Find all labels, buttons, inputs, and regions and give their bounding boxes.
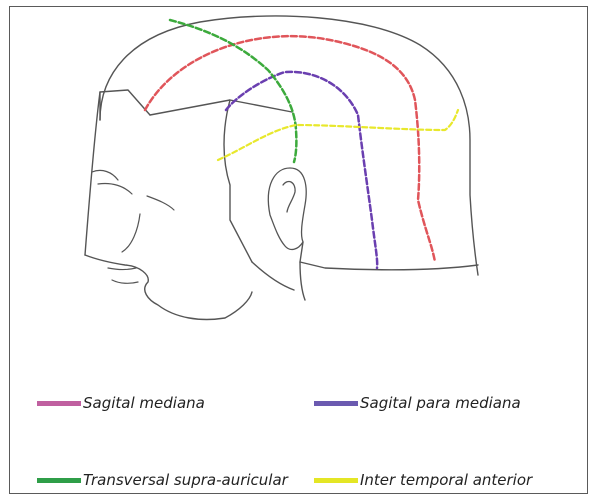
mouth — [108, 268, 136, 270]
nose — [122, 214, 140, 252]
lower-lip — [112, 280, 138, 283]
transversal-supra-auricular-line — [170, 20, 296, 162]
legend-item-sagital-mediana: Sagital mediana — [37, 392, 205, 414]
legend-swatch-purple — [314, 401, 358, 406]
legend-swatch-magenta — [37, 401, 81, 406]
eyebrow — [92, 170, 118, 180]
sagital-mediana-line — [145, 36, 435, 262]
legend-swatch-green — [37, 478, 81, 483]
legend-item-transversal-supra-auricular: Transversal supra-auricular — [37, 469, 288, 491]
eye-left — [98, 183, 132, 194]
legend-item-sagital-para-mediana: Sagital para mediana — [314, 392, 521, 414]
legend-label: Sagital para mediana — [360, 394, 521, 412]
ear — [268, 168, 306, 249]
legend-item-inter-temporal-anterior: Inter temporal anterior — [314, 469, 532, 491]
legend-label: Inter temporal anterior — [360, 471, 532, 489]
legend-label: Sagital mediana — [83, 394, 205, 412]
eye-right — [147, 196, 174, 210]
inter-temporal-anterior-line — [218, 110, 458, 160]
legend-label: Transversal supra-auricular — [83, 471, 288, 489]
legend-swatch-yellow — [314, 478, 358, 483]
